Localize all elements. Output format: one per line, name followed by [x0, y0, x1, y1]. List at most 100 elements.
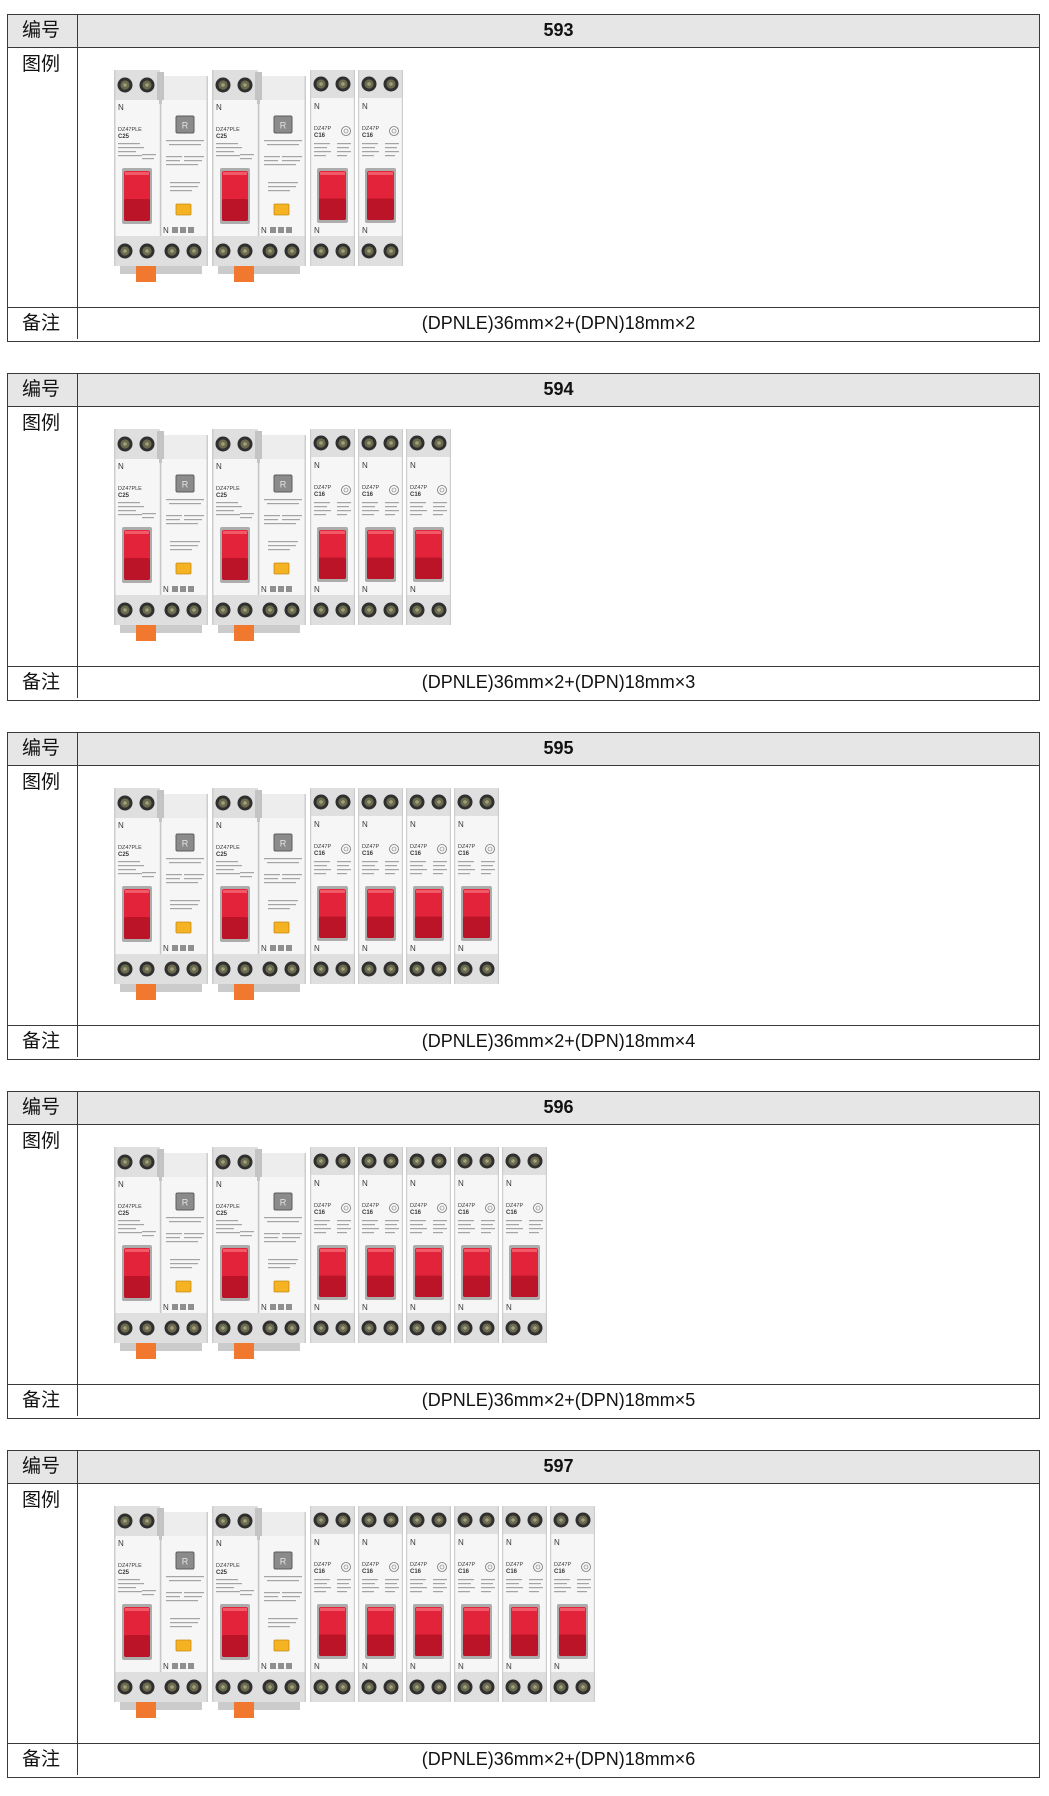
- screw-center: [463, 1685, 467, 1689]
- fine-print: [314, 873, 326, 875]
- terminal-screw: [431, 1679, 447, 1695]
- module-edge: [497, 788, 499, 984]
- toggle-handle: [365, 168, 396, 223]
- module-edge: [502, 1147, 504, 1343]
- brand-mark: [270, 1304, 292, 1310]
- fine-print: [385, 1579, 399, 1581]
- rating-label: C25: [118, 134, 130, 140]
- screw-center: [367, 1518, 371, 1522]
- model-label: DZ47PLE: [216, 845, 240, 851]
- number-label: 编号: [8, 15, 78, 47]
- terminal-screw: [431, 1512, 447, 1528]
- fine-print: [337, 1579, 351, 1581]
- fine-print: [264, 160, 278, 162]
- module-edge: [206, 435, 208, 625]
- module-edge: [406, 788, 408, 984]
- fine-print: [118, 1228, 136, 1230]
- screw-center: [123, 249, 127, 253]
- screw-center: [463, 967, 467, 971]
- fine-print: [362, 1587, 379, 1589]
- fine-print: [314, 1232, 326, 1234]
- fine-print: [314, 1224, 327, 1226]
- fine-print: [282, 515, 302, 517]
- screw-center: [389, 800, 393, 804]
- release-tab: [136, 1700, 156, 1718]
- rating-label: C16: [362, 492, 374, 498]
- rating-label: C16: [314, 492, 326, 498]
- neutral-mark: N: [410, 1538, 416, 1547]
- toggle-lever-shadow: [319, 1275, 346, 1297]
- toggle-lever-highlight: [223, 890, 247, 893]
- fine-print: [314, 147, 327, 149]
- fine-print: [166, 1600, 184, 1602]
- fine-print: [142, 1235, 154, 1237]
- screw-center: [389, 1159, 393, 1163]
- terminal-screw: [117, 1320, 133, 1336]
- fine-print: [314, 869, 331, 871]
- fine-print: [282, 1241, 296, 1243]
- screw-center: [341, 608, 345, 612]
- fine-print: [282, 519, 300, 521]
- remark-row: 备注 (DPNLE)36mm×2+(DPN)18mm×3: [8, 666, 1039, 698]
- screw-center: [268, 1685, 272, 1689]
- fine-print: [264, 878, 278, 880]
- fine-print: [481, 1587, 495, 1589]
- module-edge: [304, 1512, 306, 1702]
- fine-print: [216, 510, 234, 512]
- rating-label: C25: [118, 852, 130, 858]
- module-edge: [502, 1506, 504, 1702]
- fine-print: [170, 1622, 198, 1624]
- brand-glyph: [278, 1663, 284, 1669]
- toggle-handle: [509, 1245, 540, 1300]
- item-number: 596: [543, 1097, 574, 1117]
- brand-mark: [172, 945, 194, 951]
- fine-print: [264, 164, 282, 166]
- release-tab: [136, 1341, 156, 1359]
- toggle-lever-highlight: [368, 1608, 393, 1611]
- certification-mark: [341, 126, 351, 136]
- module-divider: [258, 1153, 260, 1343]
- fine-print: [337, 155, 347, 157]
- remark-label: 备注: [8, 1026, 78, 1057]
- certification-core: [487, 1564, 493, 1570]
- fine-print: [433, 1232, 443, 1234]
- fine-print: [264, 499, 302, 501]
- certification-ring: [437, 844, 447, 854]
- terminal-screw: [361, 1679, 377, 1695]
- toggle-lever-shadow: [319, 916, 346, 938]
- fine-print: [169, 1580, 201, 1582]
- screw-center: [221, 801, 225, 805]
- certification-ring: [389, 1203, 399, 1213]
- terminal-screw: [409, 1320, 425, 1336]
- toggle-lever-shadow: [124, 1276, 150, 1298]
- test-button-cap: [273, 1551, 293, 1570]
- number-row: 编号 596: [8, 1092, 1039, 1124]
- legend-label: 图例: [8, 1484, 78, 1743]
- terminal-screw: [457, 794, 473, 810]
- module-edge: [454, 788, 456, 984]
- fault-indicator: [175, 921, 192, 934]
- terminal-screw: [117, 1154, 133, 1170]
- number-row: 编号 593: [8, 15, 1039, 47]
- test-button-mark: R: [280, 1198, 287, 1208]
- toggle-lever-shadow: [415, 1275, 442, 1297]
- neutral-mark: N: [261, 1662, 267, 1671]
- model-label: DZ47PLE: [216, 486, 240, 492]
- fine-print: [433, 869, 447, 871]
- terminal-screw: [335, 435, 351, 451]
- remark-row: 备注 (DPNLE)36mm×2+(DPN)18mm×2: [8, 307, 1039, 339]
- fine-print: [184, 1241, 198, 1243]
- screw-center: [559, 1518, 563, 1522]
- fine-print: [268, 1259, 298, 1261]
- toggle-handle: [413, 886, 444, 941]
- fine-print: [481, 1228, 495, 1230]
- fine-print: [481, 1583, 493, 1585]
- fine-print: [410, 514, 422, 516]
